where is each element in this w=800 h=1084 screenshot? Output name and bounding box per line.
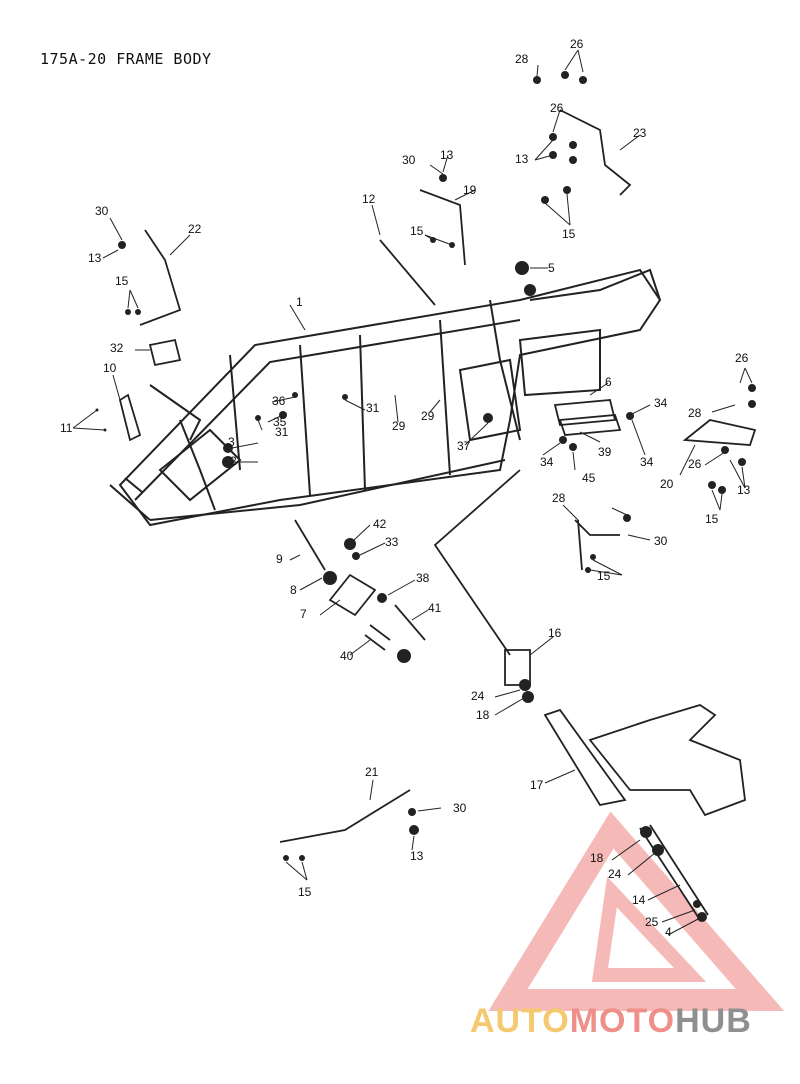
- part-plate-32: [148, 338, 182, 367]
- callout-label: 29: [421, 409, 435, 423]
- callout-label: 42: [373, 517, 387, 531]
- callout-label: 7: [300, 607, 307, 621]
- callout-label: 26: [550, 101, 564, 115]
- part-pipe-40: [364, 624, 391, 651]
- callout-label: 13: [515, 152, 529, 166]
- watermark-logo: [488, 811, 785, 1011]
- part-bracket-23: [559, 109, 632, 196]
- part-bolt-9: [294, 519, 326, 571]
- callout-label: 24: [608, 867, 622, 881]
- callout-label: 30: [654, 534, 668, 548]
- part-bracket-20: [682, 419, 757, 446]
- callout-label: 15: [705, 512, 719, 526]
- parts-group: [118, 109, 757, 921]
- part-bush-7: [328, 573, 377, 617]
- part-swingarm: [543, 708, 627, 807]
- callout-label: 39: [598, 445, 612, 459]
- callout-label: 26: [735, 351, 749, 365]
- callout-label: 28: [552, 491, 566, 505]
- watermark-part-3: HUB: [675, 1002, 752, 1040]
- callout-label: 19: [463, 183, 477, 197]
- callout-label: 45: [582, 471, 596, 485]
- callout-label: 26: [688, 457, 702, 471]
- callout-label: 24: [471, 689, 485, 703]
- callout-label: 41: [428, 601, 442, 615]
- callout-label: 13: [737, 483, 751, 497]
- callout-label: 15: [597, 569, 611, 583]
- callout-label: 35: [273, 415, 287, 429]
- callout-label: 4: [665, 925, 672, 939]
- callout-label: 5: [548, 261, 555, 275]
- part-bar-19: [419, 189, 466, 266]
- callout-label: 34: [654, 396, 668, 410]
- callout-label: 2: [230, 454, 237, 468]
- callout-label: 36: [272, 394, 286, 408]
- callout-label: 32: [110, 341, 124, 355]
- leader-lines: [72, 49, 753, 936]
- watermark-part-2: MOTO: [569, 1002, 676, 1040]
- callout-label: 28: [688, 406, 702, 420]
- callout-label: 40: [340, 649, 354, 663]
- callout-label: 34: [640, 455, 654, 469]
- callout-label: 23: [633, 126, 647, 140]
- callout-label: 13: [88, 251, 102, 265]
- watermark-text: AUTOMOTOHUB: [470, 1002, 752, 1041]
- callout-label: 11: [60, 421, 73, 435]
- callout-label: 18: [590, 851, 604, 865]
- callout-label: 16: [548, 626, 562, 640]
- callout-label: 8: [290, 583, 297, 597]
- callout-label: 21: [365, 765, 379, 779]
- part-rod-12: [379, 239, 436, 306]
- callout-label: 15: [410, 224, 424, 238]
- callout-label: 30: [95, 204, 109, 218]
- callout-label: 10: [103, 361, 117, 375]
- callout-label: 28: [515, 52, 529, 66]
- part-bar-21: [279, 789, 411, 843]
- callout-label: 14: [632, 893, 646, 907]
- callout-label: 34: [540, 455, 554, 469]
- callout-label: 13: [440, 148, 454, 162]
- callout-label: 31: [275, 425, 289, 439]
- callout-label: 13: [410, 849, 424, 863]
- callout-label: 15: [298, 885, 312, 899]
- fasteners: [95, 71, 756, 922]
- callout-label: 12: [362, 192, 376, 206]
- callout-label: 37: [457, 439, 471, 453]
- part-plate-39: [558, 414, 622, 436]
- callout-label: 29: [392, 419, 406, 433]
- callout-label: 1: [296, 295, 303, 309]
- callout-label: 18: [476, 708, 490, 722]
- main-frame: [109, 268, 662, 527]
- watermark-part-1: AUTO: [470, 1002, 570, 1040]
- callout-label: 22: [188, 222, 202, 236]
- callout-label: 25: [645, 915, 659, 929]
- callout-label: 33: [385, 535, 399, 549]
- part-bar-28: [574, 519, 620, 571]
- callout-label: 17: [530, 778, 544, 792]
- part-shock-absorber: [639, 824, 709, 921]
- callout-label: 26: [570, 37, 584, 51]
- callout-label: 31: [366, 401, 380, 415]
- callout-label: 30: [402, 153, 416, 167]
- callout-label: 6: [605, 375, 612, 389]
- part-bracket-10: [118, 393, 142, 442]
- callout-label: 20: [660, 477, 674, 491]
- part-rod-16: [433, 469, 521, 656]
- callout-label: 3: [228, 435, 235, 449]
- page-title: 175A-20 FRAME BODY: [40, 50, 212, 68]
- callout-label: 9: [276, 552, 283, 566]
- part-bar-22: [139, 229, 182, 326]
- part-rod-41: [394, 604, 426, 641]
- callout-label: 30: [453, 801, 467, 815]
- callout-label: 38: [416, 571, 430, 585]
- callout-label: 15: [115, 274, 129, 288]
- callout-label: 15: [562, 227, 576, 241]
- part-plate-6: [553, 399, 617, 426]
